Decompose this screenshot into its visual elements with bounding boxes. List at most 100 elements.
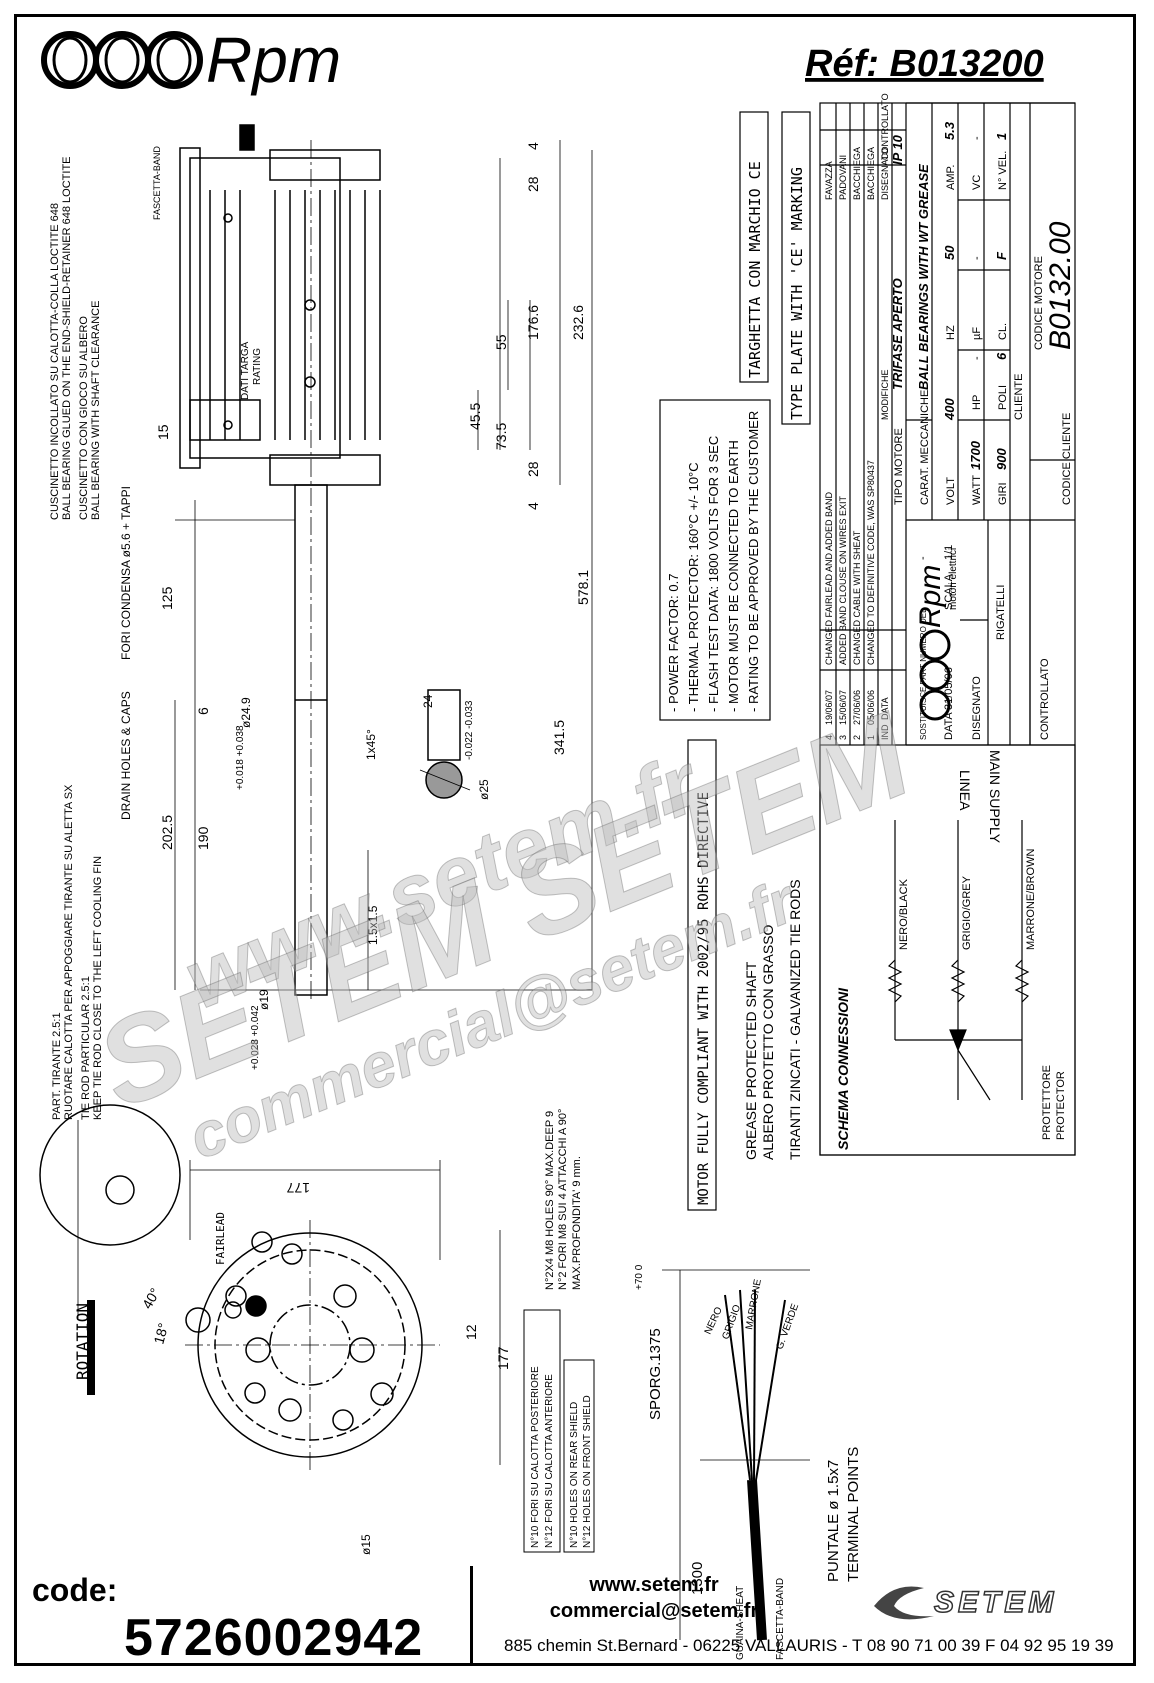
hp-label: HP — [971, 395, 983, 410]
dim-1-5x1-5: 1.5x1.5 — [366, 905, 380, 945]
footer: code: 5726002942 www.setem.fr commercial… — [14, 1566, 1136, 1667]
dim-40deg: 40° — [139, 1285, 163, 1311]
cable-sporg: SPORG.1375 — [647, 1328, 664, 1420]
rotation-label: ROTATION — [73, 1303, 92, 1380]
note-bearing-2: BALL BEARING GLUED ON THE END-SHIELD-RET… — [61, 157, 73, 521]
dim-55: 55 — [493, 334, 509, 350]
setem-logo: SETEM — [874, 1585, 1057, 1620]
dim-176: 176.6 — [525, 305, 541, 340]
rear-shield-box — [523, 1309, 561, 1553]
cable-labels: SPORG.1375 +70 0 1300 NERO GRIGIO MARRON… — [634, 1264, 862, 1660]
code-box: code: 5726002942 — [14, 1566, 473, 1667]
targa-ce: TARGHETTA CON MARCHIO CE — [746, 161, 764, 378]
schema-title: SCHEMA CONNESSIONI — [835, 987, 851, 1150]
holes-note-3: MAX.PROFONDITA' 9 mm. — [571, 1156, 583, 1290]
rev4-date: 19/06/07 — [824, 690, 834, 725]
sostituisce-label: SOSTITUISCE PART NUMERO DEL — [919, 608, 928, 740]
hdr-ind: IND — [880, 724, 890, 740]
setem-swoosh-icon — [874, 1586, 934, 1620]
shield-notes: N°10 FORI SU CALOTTA POSTERIORE N°12 FOR… — [530, 1366, 593, 1548]
schema-nero: NERO/BLACK — [898, 878, 910, 950]
dim-4a: 4 — [525, 142, 541, 150]
wire-grigio: GRIGIO — [720, 1303, 743, 1341]
cliente-label: CLIENTE — [1013, 374, 1025, 420]
note-tirante-3: TIE ROD PARTICULAR 2.5:1 — [80, 976, 92, 1120]
cable-fascetta: FASCETTA-BAND — [775, 1578, 786, 1660]
amp-label: AMP. — [945, 165, 957, 190]
shield-note-1: N°10 FORI SU CALOTTA POSTERIORE — [530, 1366, 541, 1548]
motor-side-view — [179, 124, 471, 1000]
vel-label: N° VEL. — [997, 151, 1009, 190]
cable-puntale: PUNTALE ø 1.5x7 — [825, 1460, 842, 1582]
dim-18deg: 18° — [150, 1321, 171, 1346]
dim-341: 341.5 — [551, 720, 567, 755]
giri-label: GIRI — [997, 482, 1009, 505]
dimension-labels: 4 28 176.6 232.6 55 45.5 73.5 28 4 15 12… — [139, 142, 591, 1555]
motor-specs-table: TIPO MOTORE TRIFASE APERTO IP 10 CARAT. … — [890, 121, 1077, 740]
rev2-desc: CHANGED CABLE WITH SHEAT — [852, 530, 862, 665]
dim-28b: 28 — [525, 461, 541, 477]
shield-note-3: N°10 HOLES ON REAR SHIELD — [569, 1402, 580, 1548]
scala-label: SCALA — [943, 573, 955, 610]
rev2-by: BACCHIEGA — [852, 147, 862, 200]
volt-label: VOLT — [945, 477, 957, 505]
watt-label: WATT — [971, 475, 983, 505]
rotation-arrow-bar — [87, 1300, 95, 1395]
dim-15b: ø15 — [359, 1534, 373, 1555]
motor-front-view — [39, 1104, 501, 1470]
dim-45-5: 45.5 — [467, 403, 483, 430]
rev1-desc: CHANGED TO DEFINITIVE CODE, WAS SP80437 — [866, 460, 876, 665]
codice-cliente-label: CODICE CLIENTE — [1061, 413, 1073, 505]
grease-note-2: ALBERO PROTETTO CON GRASSO — [760, 924, 776, 1160]
dim-232: 232.6 — [570, 305, 586, 340]
cable-guaina: GUAINA-SHEAT — [735, 1586, 746, 1660]
wiring-schema — [819, 744, 1076, 1156]
rev1-ind: 1 — [866, 735, 876, 740]
note-bearing-4: BALL BEARING WITH SHAFT CLEARANCE — [90, 301, 102, 520]
holes-note-1: N°2X4 M8 HOLES 90° MAX.DEEP 9 — [544, 1111, 556, 1290]
cl-label: CL. — [997, 323, 1009, 340]
schema-marrone: MARRONE/BROWN — [1025, 849, 1037, 951]
dim-6: 6 — [195, 707, 211, 715]
left-notes: CUSCINETTO INCOLLATO SU CALOTTA-COLLA LO… — [49, 146, 263, 1120]
shield-note-4: N°12 HOLES ON FRONT SHIELD — [582, 1395, 593, 1548]
amp-value: 5.3 — [942, 121, 957, 140]
giri-value: 900 — [994, 448, 1009, 470]
poli-value: 6 — [994, 352, 1009, 360]
shield-note-2: N°12 FORI SU CALOTTA ANTERIORE — [544, 1374, 555, 1548]
watt-value: 1700 — [968, 440, 983, 470]
label-dati-targa: DATI TARGA — [240, 341, 251, 400]
hdr-controllato: CONTROLLATO — [880, 93, 890, 160]
uf-value: - — [971, 256, 983, 260]
dim-190: 190 — [195, 826, 211, 850]
dim-177-side: 177 — [495, 1346, 511, 1370]
setem-logo-text: SETEM — [934, 1586, 1057, 1619]
ip-rating: IP 10 — [890, 134, 905, 165]
note-fori-condensa: FORI CONDENSA ø5.6 + TAPPI — [119, 486, 133, 660]
motor-code: B0132.00 — [1044, 221, 1077, 350]
footer-address: 885 chemin St.Bernard - 06225 VALLAURIS … — [504, 1636, 1114, 1655]
hdr-data: DATA — [880, 697, 890, 720]
rev4-desc: CHANGED FAIRLEAD AND ADDED BAND — [824, 491, 834, 665]
schema-supply: MAIN SUPPLY — [987, 750, 1003, 844]
carat-value: BALL BEARINGS WITH WT GREASE — [916, 164, 931, 390]
codice-motore-label: CODICE MOTORE — [1033, 256, 1045, 350]
wire-marrone: MARRONE — [744, 1278, 764, 1331]
footer-email-link[interactable]: commercial@setem.fr — [549, 1600, 759, 1622]
reference-number: Réf: B013200 — [805, 43, 1044, 85]
front-shield-box — [563, 1359, 595, 1553]
tie-rod-note: TIRANTI ZINCATI - GALVANIZED TIE RODS — [787, 879, 803, 1160]
disegnato-label: DISEGNATO — [971, 676, 983, 740]
grease-note-1: GREASE PROTECTED SHAFT — [743, 961, 759, 1160]
dim-4b: 4 — [525, 502, 541, 510]
grease-notes: GREASE PROTECTED SHAFT ALBERO PROTETTO C… — [743, 879, 803, 1160]
specs-box — [659, 399, 771, 721]
cable-sporg-tol: +70 0 — [634, 1264, 645, 1290]
poli-label: POLI — [997, 385, 1009, 410]
ce-box-1 — [739, 111, 769, 383]
note-tirante-4: KEEP TIE ROD CLOSE TO THE LEFT COOLING F… — [92, 856, 104, 1120]
drawing-frame — [14, 14, 1136, 1666]
label-rating: RATING — [252, 348, 263, 385]
footer-web-link[interactable]: www.setem.fr — [589, 1574, 719, 1596]
